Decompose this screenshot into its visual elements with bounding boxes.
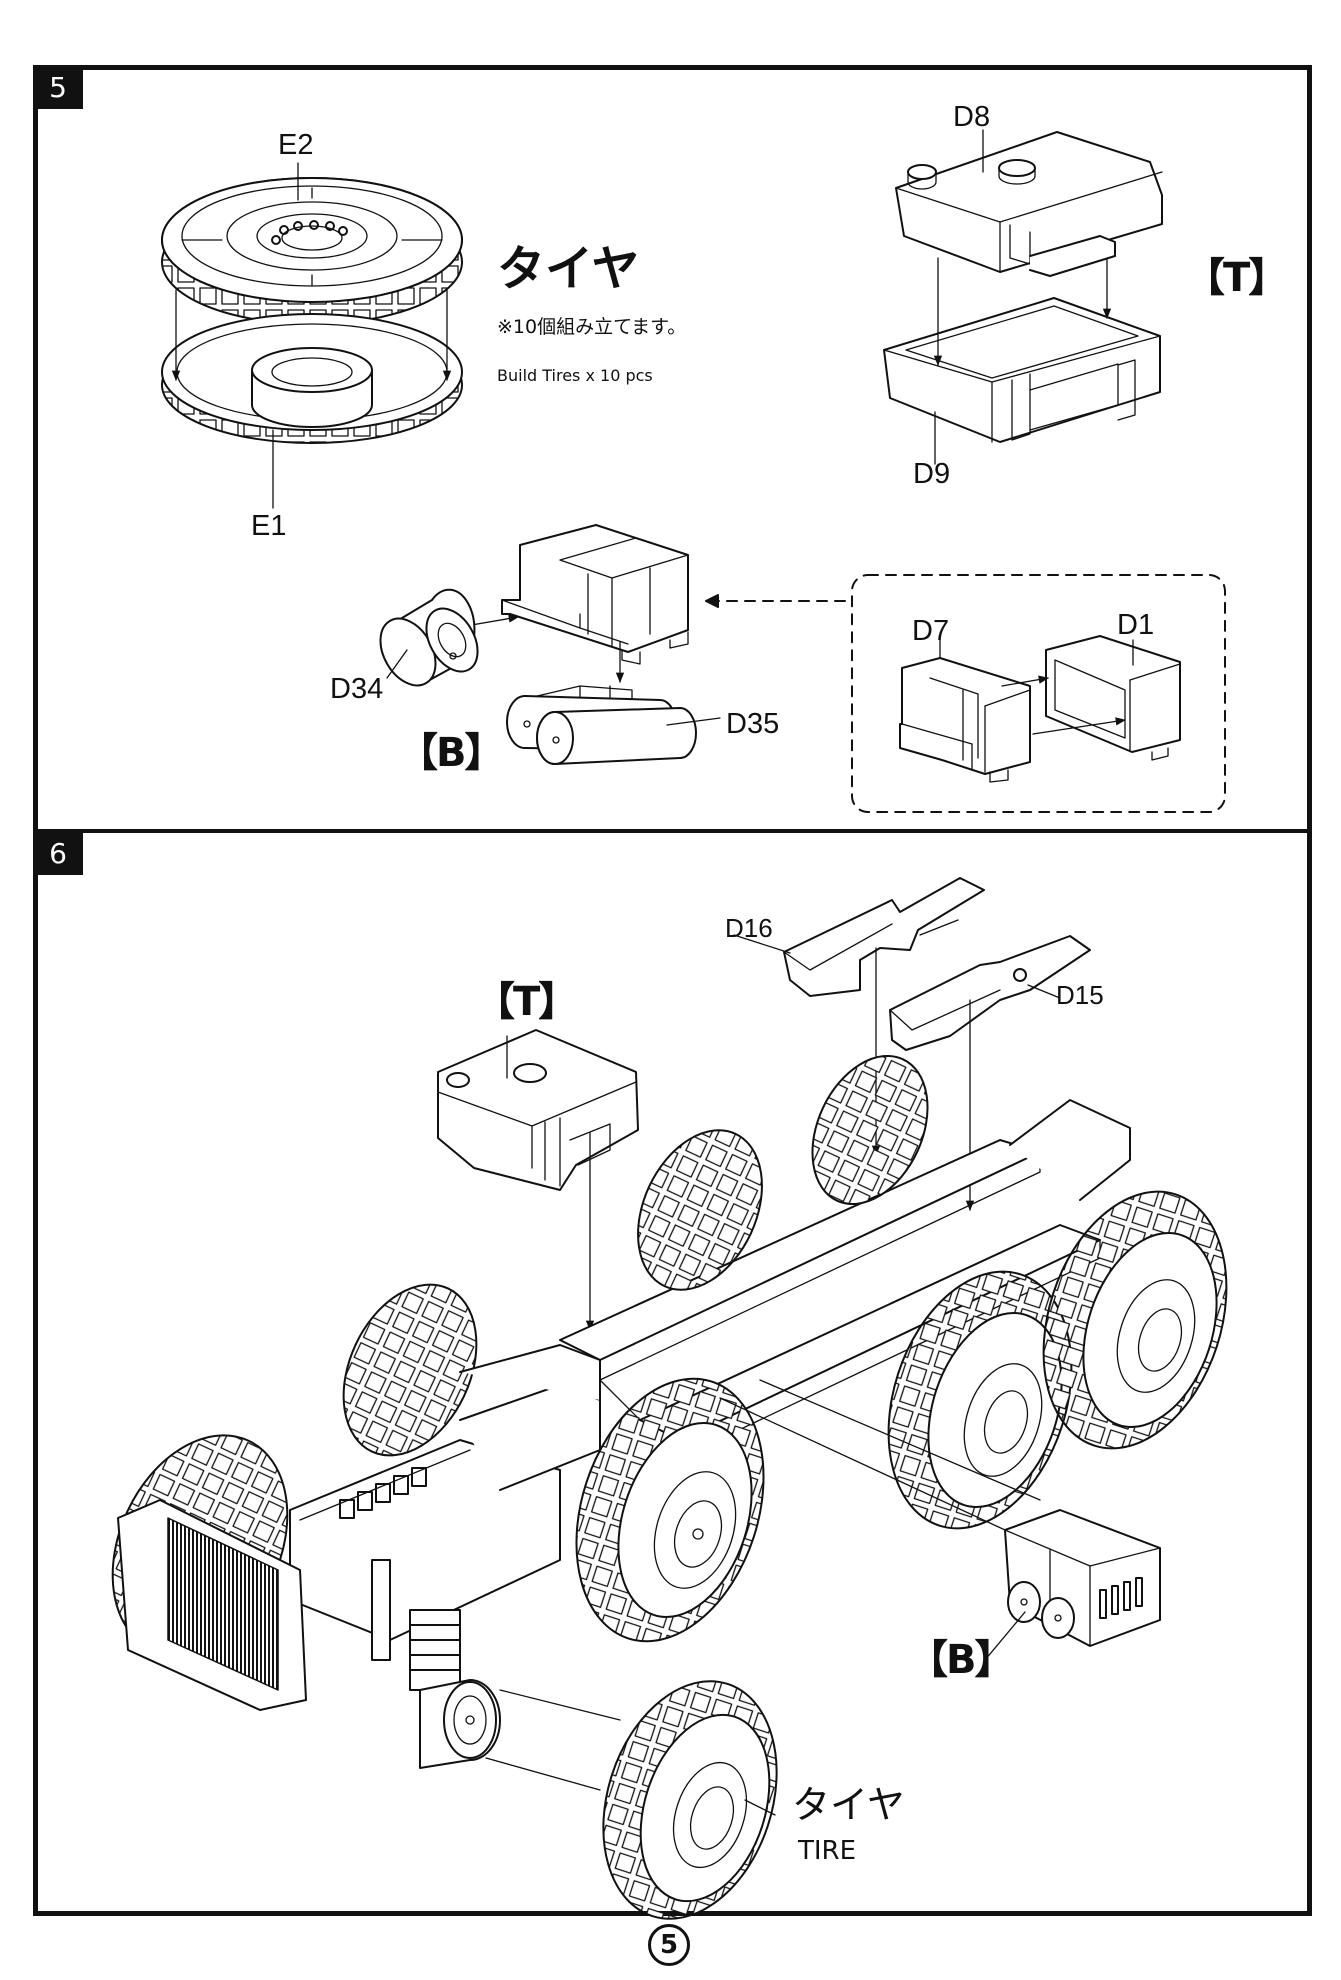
- group-label-b-step6: 【B】: [908, 1637, 1014, 1683]
- tire-title-jp: タイヤ: [497, 241, 640, 297]
- bracket-d15-drawing: [889, 935, 1091, 1051]
- leader-tire-step6: [744, 1799, 776, 1816]
- inset-d1-drawing: [1045, 635, 1181, 761]
- part-label-d1: D1: [1117, 609, 1155, 641]
- engine-drawing: [289, 1344, 601, 1641]
- arrow-d7-d1-bottom: [1032, 717, 1127, 735]
- wheel-middle-near: [575, 1377, 765, 1643]
- tire-label-en: TIRE: [798, 1836, 857, 1866]
- part-label-d35: D35: [726, 708, 780, 740]
- battery-b-step6-drawing: [1004, 1509, 1161, 1647]
- tank-d8-drawing: [895, 131, 1163, 277]
- arrow-inset-head: [705, 594, 719, 608]
- part-label-d7: D7: [912, 615, 950, 647]
- tire-e1-drawing: [161, 313, 463, 444]
- step-5-badge: 5: [33, 65, 83, 109]
- step-divider: [33, 829, 1312, 833]
- tire-step6-drawing: [602, 1680, 778, 1920]
- radiator-drawing: [117, 1499, 307, 1711]
- group-label-t: 【T】: [1185, 255, 1288, 301]
- wheel-rear-left-2: [637, 1129, 763, 1291]
- part-label-d15: D15: [1056, 980, 1104, 1010]
- leader-d16: [733, 934, 791, 954]
- wheel-rear-near-1: [887, 1270, 1073, 1530]
- part-label-d9: D9: [913, 458, 951, 490]
- battery-box-drawing: [501, 524, 689, 665]
- arrow-tire-line-1: [499, 1689, 621, 1721]
- front-suspension-drawing: [371, 1559, 501, 1769]
- part-label-d34: D34: [330, 673, 384, 705]
- leader-d35: [666, 717, 721, 726]
- inset-box: [851, 574, 1226, 813]
- leader-d34: [386, 649, 408, 679]
- part-label-d16: D16: [725, 913, 773, 943]
- inset-d7-drawing: [899, 657, 1031, 783]
- bracket-d16-drawing: [783, 877, 985, 997]
- battery-d34-drawing: [379, 588, 479, 687]
- wheel-rear-left-1: [811, 1054, 929, 1206]
- tire-e2-drawing: [161, 177, 463, 325]
- tire-note-jp: ※10個組み立てます。: [497, 316, 687, 338]
- step-6-badge: 6: [33, 831, 83, 875]
- leader-b-step6: [984, 1611, 1026, 1661]
- arrow-battery-line-1: [719, 1397, 1006, 1531]
- part-label-e1: E1: [251, 510, 287, 542]
- leader-d15: [1027, 984, 1061, 999]
- wheel-front-left: [342, 1283, 478, 1457]
- group-label-b: 【B】: [398, 730, 504, 776]
- tire-note-en: Build Tires x 10 pcs: [497, 366, 653, 385]
- group-label-t-step6: 【T】: [475, 979, 578, 1025]
- tire-label-jp: タイヤ: [792, 1783, 905, 1827]
- part-label-d8: D8: [953, 101, 991, 133]
- battery-d35-drawing: [506, 685, 697, 765]
- arrow-tire-line-2: [485, 1757, 601, 1791]
- tank-d9-drawing: [883, 297, 1161, 443]
- arrow-battery-line-2: [759, 1379, 1041, 1501]
- wheel-rear-near-2: [1042, 1190, 1228, 1450]
- part-label-e2: E2: [278, 129, 314, 161]
- tank-t-step6-drawing: [437, 1029, 639, 1191]
- arrow-d7-d1-top: [1001, 675, 1050, 687]
- page-number: 5: [648, 1924, 690, 1966]
